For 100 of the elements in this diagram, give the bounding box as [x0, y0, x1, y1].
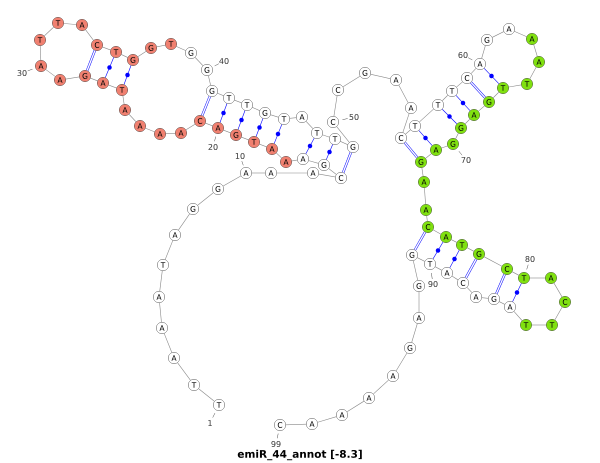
backbone-line: [164, 333, 172, 353]
backbone-line: [533, 44, 538, 57]
base-pair-line: [124, 65, 132, 85]
backbone-line: [234, 100, 242, 104]
backbone-line: [223, 130, 231, 134]
backbone-line: [317, 416, 337, 423]
base-pair-line: [442, 108, 458, 124]
base-pair-line: [326, 144, 333, 160]
backbone-line: [456, 82, 463, 88]
base-pair-line: [414, 232, 426, 250]
backbone-line: [425, 153, 432, 159]
backbone-line: [402, 113, 410, 133]
backbone-line: [66, 76, 80, 80]
base-pair-line: [306, 138, 314, 154]
base-pair-line: [201, 96, 211, 116]
base-pair-line: [238, 110, 246, 130]
base-pair-line: [342, 152, 352, 173]
backbone-line: [398, 85, 408, 103]
position-number: 10: [236, 152, 245, 166]
base-pair-line: [512, 283, 522, 302]
base-pair-line: [464, 258, 478, 278]
backbone-line: [336, 126, 350, 143]
backbone-line: [222, 176, 242, 186]
base-pair-line: [86, 50, 96, 71]
backbone-line: [478, 106, 485, 112]
backbone-line: [455, 133, 459, 139]
backbone-line: [340, 141, 348, 145]
backbone-line: [259, 144, 267, 148]
backbone-line: [90, 78, 98, 82]
backbone-line: [276, 172, 308, 174]
backbone-line: [252, 107, 260, 111]
base-pair-line: [274, 124, 282, 144]
backbone-line: [122, 96, 124, 104]
backbone-line: [370, 74, 390, 79]
backbone-line: [85, 30, 94, 40]
backbone-line: [128, 114, 136, 122]
backbone-line: [470, 68, 476, 74]
base-pair-line: [220, 103, 228, 123]
position-number: 50: [342, 114, 359, 120]
backbone-line: [419, 108, 434, 122]
backbone-line: [514, 311, 522, 321]
backbone-line: [512, 272, 519, 276]
backbone-line: [492, 31, 504, 38]
backbone-line: [64, 23, 76, 25]
base-pair-line: [450, 250, 460, 268]
position-number: 70: [458, 150, 471, 164]
position-number: 1: [208, 412, 216, 426]
backbone-line: [40, 46, 42, 60]
backbone-line: [413, 260, 418, 280]
position-number: 60: [458, 52, 473, 60]
backbone-line: [492, 92, 500, 98]
backbone-line: [156, 44, 166, 48]
backbone-line: [176, 46, 186, 51]
backbone-line: [306, 121, 314, 129]
backbone-line: [411, 323, 418, 343]
backbone-line: [252, 172, 266, 174]
backbone-line: [177, 362, 191, 380]
backbone-line: [484, 256, 502, 266]
caption: emiR_44_annot [-8.3]: [238, 450, 362, 460]
backbone-line: [205, 122, 213, 126]
backbone-line: [426, 216, 428, 222]
backbone-line: [194, 57, 204, 66]
backbone-line: [286, 424, 306, 426]
backbone-line: [102, 46, 111, 50]
backbone-line: [121, 54, 128, 58]
backbone-line: [217, 92, 224, 96]
backbone-line: [481, 45, 486, 59]
backbone-line: [308, 160, 319, 164]
backbone-line: [441, 146, 448, 148]
backbone-line: [554, 282, 562, 298]
base-pair-line: [105, 57, 114, 78]
backbone-line: [145, 128, 155, 132]
position-number: 40: [214, 58, 229, 66]
backbone-line: [241, 136, 249, 140]
backbone-line: [159, 302, 162, 322]
backbone-line: [422, 168, 424, 176]
backbone-line: [197, 192, 214, 206]
backbone-line: [464, 118, 470, 124]
backbone-line: [318, 174, 336, 178]
backbone-line: [328, 168, 337, 175]
backbone-line: [166, 132, 176, 134]
base-pair-line: [404, 142, 418, 158]
backbone-line: [467, 248, 474, 252]
backbone-line: [418, 292, 420, 312]
backbone-line: [276, 152, 282, 158]
position-number: 20: [208, 136, 218, 150]
base-pair-line: [470, 82, 486, 98]
backbone-line: [198, 388, 215, 402]
backbone-line: [435, 266, 442, 270]
backbone-line: [514, 31, 527, 37]
backbone-line: [466, 287, 472, 293]
backbone-line: [290, 117, 296, 119]
backbone-line: [396, 352, 408, 372]
position-number: 99: [271, 433, 281, 448]
backbone-line: [554, 306, 562, 320]
backbone-line: [322, 134, 330, 138]
backbone-line: [530, 66, 536, 80]
base-pair-line: [456, 95, 470, 111]
backbone-line: [451, 239, 457, 243]
base-pair-line: [256, 118, 264, 137]
